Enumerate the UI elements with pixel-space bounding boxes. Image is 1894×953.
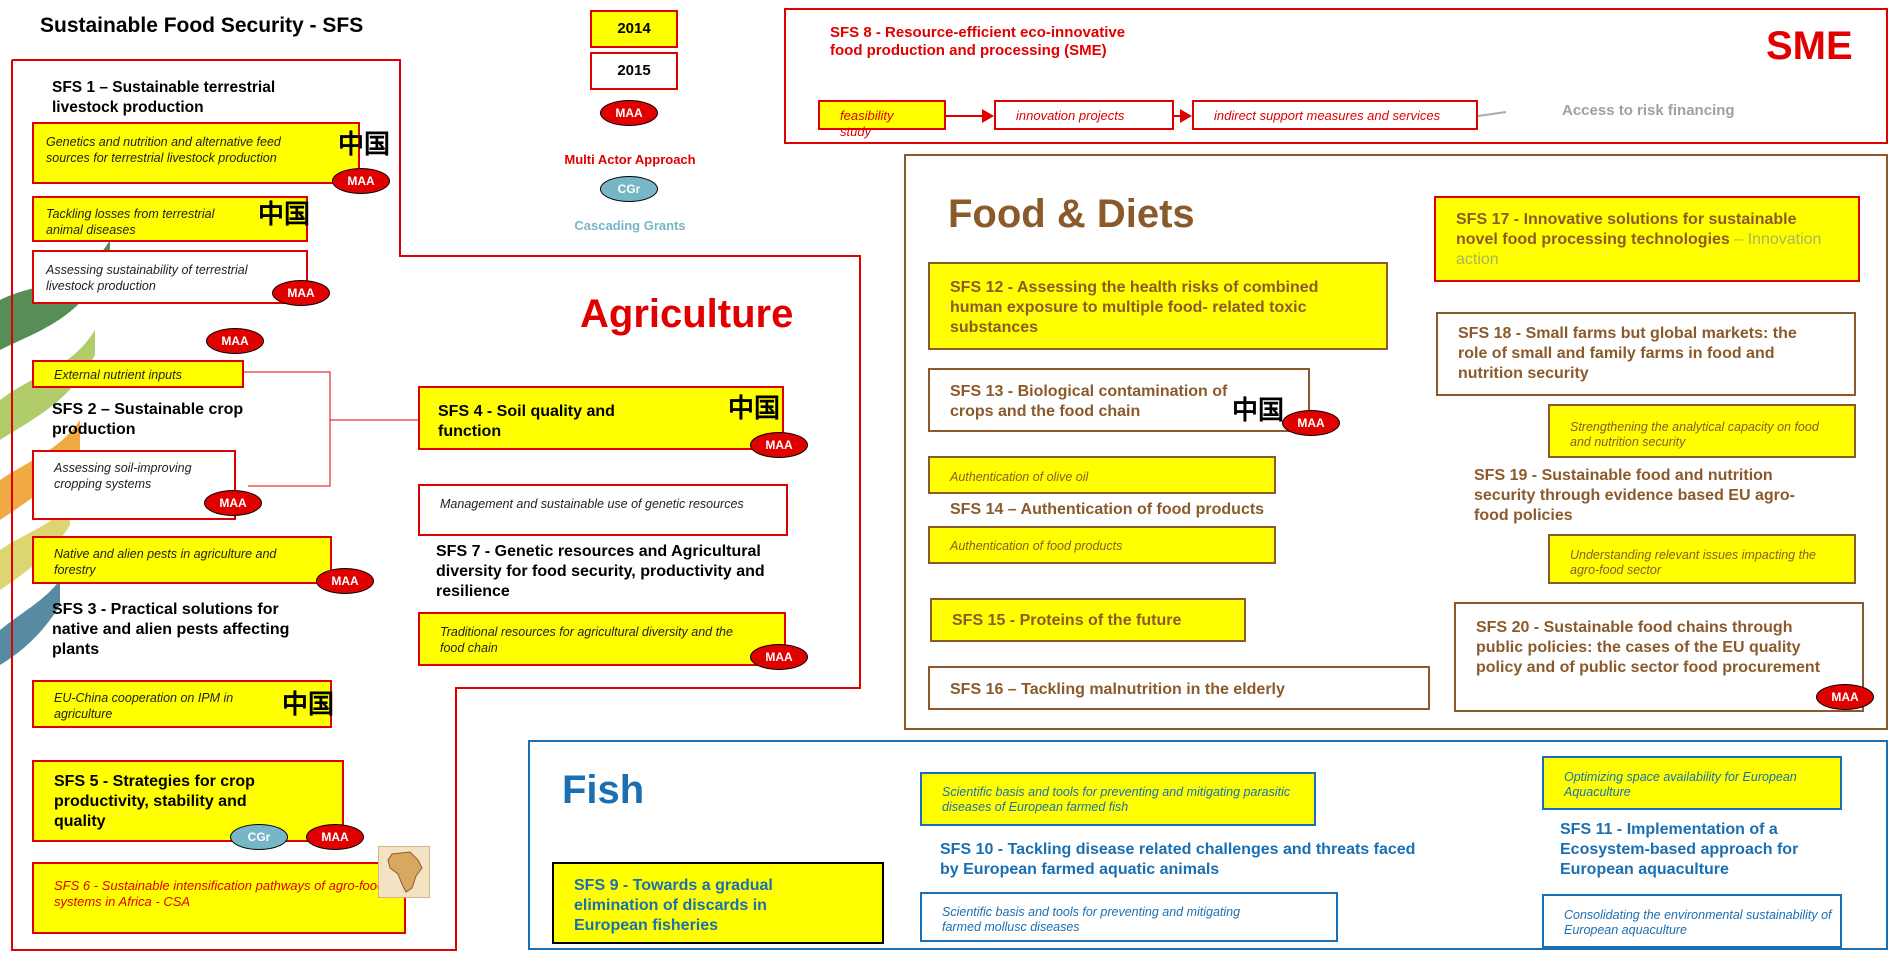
year-2014-box: 2014: [590, 10, 678, 48]
sme-step-innovation: innovation projects: [994, 100, 1174, 130]
china-flag-icon: 中国: [338, 130, 391, 160]
sme-section-title: SME: [1766, 24, 1853, 68]
sfs17-box: SFS 17 - Innovative solutions for sustai…: [1434, 196, 1860, 282]
maa-badge: MAA: [272, 280, 330, 306]
sme-arrows: [946, 109, 1506, 123]
sfs11-title: SFS 11 - Implementation of a Ecosystem-b…: [1560, 821, 1799, 878]
strengthening-box: Strengthening the analytical capacity on…: [1548, 404, 1856, 458]
food-diets-frame: [904, 154, 1888, 730]
maa-badge: MAA: [316, 568, 374, 594]
cgr-legend-label: Cascading Grants: [574, 218, 686, 233]
food-products-box: Authentication of food products: [928, 526, 1276, 564]
sfs1-topic-genetics: Genetics and nutrition and alternative f…: [32, 122, 360, 184]
sme-step-indirect: indirect support measures and services: [1192, 100, 1478, 130]
page-title: Sustainable Food Security - SFS: [40, 14, 364, 37]
parasitic-diseases-box: Scientific basis and tools for preventin…: [920, 772, 1316, 826]
agriculture-section-title: Agriculture: [580, 292, 794, 336]
sfs8-title: SFS 8 - Resource-efficient eco-innovativ…: [830, 24, 1126, 59]
cgr-badge: CGr: [230, 824, 288, 850]
consolidating-box: Consolidating the environmental sustaina…: [1542, 894, 1842, 948]
eu-china-ipm-box: EU-China cooperation on IPM in agricultu…: [32, 680, 332, 728]
china-flag-icon: 中国: [1232, 396, 1285, 426]
fish-frame: [528, 740, 1888, 950]
china-flag-icon: 中国: [282, 690, 335, 720]
sme-step-feasibility: feasibility study: [818, 100, 946, 139]
sfs7-title: SFS 7 - Genetic resources and Agricultur…: [436, 543, 765, 600]
sfs15-box: SFS 15 - Proteins of the future: [930, 598, 1246, 642]
sme-step-risk-financing: Access to risk financing: [1562, 102, 1735, 119]
olive-oil-box: Authentication of olive oil: [928, 456, 1276, 494]
sfs19-title: SFS 19 - Sustainable food and nutrition …: [1474, 467, 1795, 524]
sfs4-box: SFS 4 - Soil quality and function: [418, 386, 784, 450]
sfs5-box: SFS 5 - Strategies for crop productivity…: [32, 760, 344, 842]
maa-legend-label: Multi Actor Approach: [564, 152, 696, 167]
traditional-resources-box: Traditional resources for agricultural d…: [418, 612, 786, 666]
sfs2-title: SFS 2 – Sustainable crop production: [52, 401, 244, 438]
cgr-badge-legend: CGr: [600, 176, 658, 202]
sfs1-topic-losses: Tackling losses from terrestrial animal …: [32, 196, 308, 242]
sfs13-box: SFS 13 - Biological contamination of cro…: [928, 368, 1310, 432]
maa-badge: MAA: [1816, 684, 1874, 710]
optimizing-space-box: Optimizing space availability for Europe…: [1542, 756, 1842, 810]
sfs3-title: SFS 3 - Practical solutions for native a…: [52, 601, 290, 658]
sme-frame: [784, 8, 1888, 144]
china-flag-icon: 中国: [258, 200, 311, 230]
maa-badge: MAA: [1282, 410, 1340, 436]
fish-section-title: Fish: [562, 768, 645, 812]
maa-badge-legend: MAA: [600, 100, 658, 126]
maa-badge: MAA: [204, 490, 262, 516]
year-2015-box: 2015: [590, 52, 678, 90]
sfs1-title: SFS 1 – Sustainable terrestrial livestoc…: [52, 79, 276, 116]
sfs14-title: SFS 14 – Authentication of food products: [950, 501, 1265, 518]
agriculture-frame: [11, 59, 861, 951]
china-flag-icon: 中国: [728, 394, 781, 424]
sfs9-box: SFS 9 - Towards a gradual elimination of…: [552, 862, 884, 944]
sfs17-suffix: – Innovation action: [1456, 231, 1822, 268]
sfs10-title: SFS 10 - Tackling disease related challe…: [940, 841, 1416, 878]
native-alien-pests-box: Native and alien pests in agriculture an…: [32, 536, 332, 584]
sfs16-box: SFS 16 – Tackling malnutrition in the el…: [928, 666, 1430, 710]
maa-badge: MAA: [306, 824, 364, 850]
external-nutrient-inputs: External nutrient inputs: [32, 360, 244, 388]
management-genetic-box: Management and sustainable use of geneti…: [418, 484, 788, 536]
sfs18-box: SFS 18 - Small farms but global markets:…: [1436, 312, 1856, 396]
understanding-box: Understanding relevant issues impacting …: [1548, 534, 1856, 584]
maa-badge: MAA: [206, 328, 264, 354]
sfs12-box: SFS 12 - Assessing the health risks of c…: [928, 262, 1388, 350]
sfs20-box: SFS 20 - Sustainable food chains through…: [1454, 602, 1864, 712]
africa-map-icon: [378, 846, 430, 898]
sfs1-topic-sustainability: Assessing sustainability of terrestrial …: [32, 250, 308, 304]
maa-badge: MAA: [750, 644, 808, 670]
sfs6-box: SFS 6 - Sustainable intensification path…: [32, 862, 406, 934]
maa-badge: MAA: [750, 432, 808, 458]
maa-badge: MAA: [332, 168, 390, 194]
food-diets-section-title: Food & Diets: [948, 192, 1195, 236]
mollusc-diseases-box: Scientific basis and tools for preventin…: [920, 892, 1338, 942]
assessing-soil-box: Assessing soil-improving cropping system…: [32, 450, 236, 520]
